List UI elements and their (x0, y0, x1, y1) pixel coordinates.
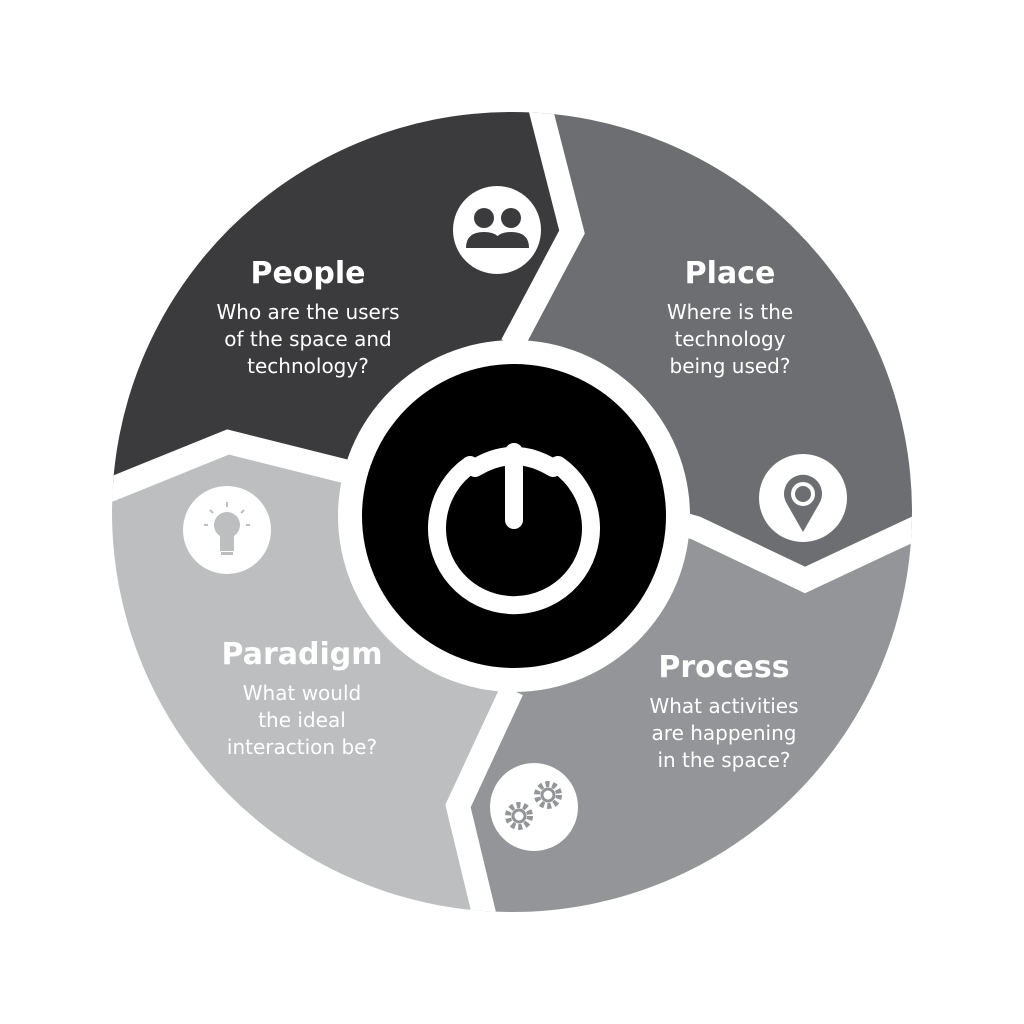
people-title: People (250, 256, 365, 291)
place-title: Place (685, 256, 776, 291)
separator-top (501, 112, 585, 351)
process-question-line-3: in the space? (657, 748, 790, 772)
place-question-line-1: Where is the (667, 300, 793, 324)
people-question-line-1: Who are the users (217, 300, 400, 324)
power-logo-icon (428, 443, 600, 615)
paradigm-question-line-2: the ideal (258, 708, 346, 732)
process-question-line-1: What activities (649, 694, 798, 718)
paradigm-title: Paradigm (222, 637, 383, 672)
place-question-line-2: technology (674, 327, 785, 351)
people-question-line-3: technology? (247, 354, 369, 378)
process-question-line-2: are happening (652, 721, 797, 745)
people-icon (453, 186, 541, 274)
people-question-line-2: of the space and (224, 327, 391, 351)
process-title: Process (658, 650, 789, 685)
separator-left (112, 429, 383, 522)
place-question-line-3: being used? (670, 354, 791, 378)
paradigm-question-line-1: What would (243, 681, 361, 705)
gears-icon (490, 763, 578, 851)
location-pin-icon (759, 454, 847, 542)
separator-bottom (445, 684, 523, 912)
lightbulb-icon (183, 486, 271, 574)
paradigm-question-line-3: interaction be? (227, 735, 377, 759)
